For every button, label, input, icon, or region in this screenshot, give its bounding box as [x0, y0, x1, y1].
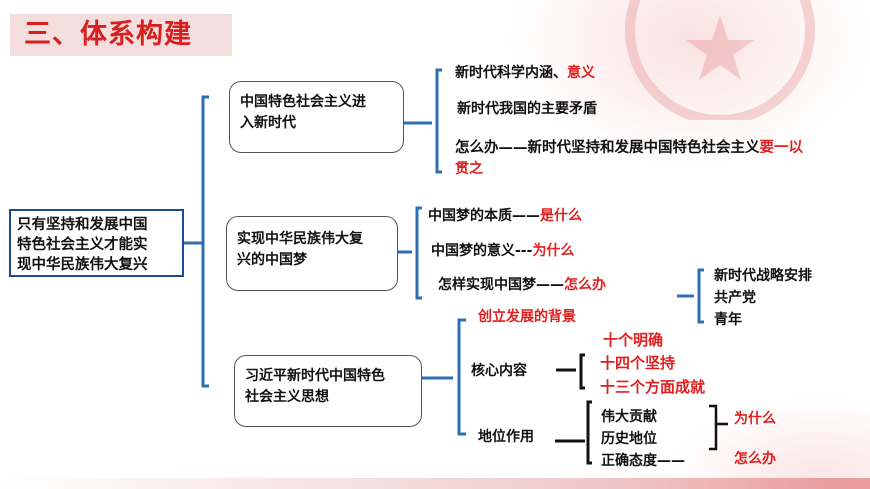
- core-item-3: 十三个方面成就: [600, 378, 706, 396]
- branch-box-chinese-dream: 实现中华民族伟大复 兴的中国梦: [226, 216, 398, 291]
- branch2-item-1-highlight: 是什么: [540, 208, 582, 224]
- branch2-line-1: 实现中华民族伟大复: [237, 231, 363, 247]
- status-label: 地位作用: [478, 429, 534, 445]
- branch2-sub-item-2: 共产党: [714, 290, 756, 306]
- status-item-1: 伟大贡献: [601, 409, 657, 425]
- branch3-line-1: 习近平新时代中国特色: [245, 368, 385, 384]
- emblem-watermark: [625, 0, 815, 120]
- branch-box-new-era: 中国特色社会主义进 入新时代: [229, 81, 404, 153]
- branch2-item-1: 中国梦的本质——是什么: [428, 206, 582, 226]
- branch1-item-2: 新时代我国的主要矛盾: [457, 101, 597, 117]
- title-bar: [10, 14, 232, 56]
- page-title: 三、体系构建: [24, 19, 192, 50]
- root-line-2: 特色社会主义才能实: [17, 237, 148, 253]
- branch2-item-3: 怎样实现中国梦——怎么办: [438, 275, 606, 295]
- bottom-decor-band: [0, 478, 870, 489]
- branch1-line-1: 中国特色社会主义进: [240, 94, 366, 110]
- root-line-3: 现中华民族伟大复兴: [17, 257, 148, 273]
- branch1-item-1-text: 新时代科学内涵、: [455, 65, 567, 81]
- branch1-item-1-highlight: 意义: [567, 65, 595, 81]
- branch1-item-1: 新时代科学内涵、意义: [455, 63, 595, 83]
- branch2-item-2-text: 中国梦的意义---: [431, 243, 533, 259]
- branch1-item-3: 怎么办——新时代坚持和发展中国特色社会主义要一以: [455, 138, 803, 158]
- branch2-sub-item-3: 青年: [714, 312, 742, 328]
- branch-box-xi-thought: 习近平新时代中国特色 社会主义思想: [234, 355, 422, 427]
- branch3-line-2: 社会主义思想: [245, 389, 329, 405]
- core-item-1: 十个明确: [603, 331, 664, 349]
- status-item-2: 历史地位: [601, 431, 657, 447]
- branch2-item-3-text: 怎样实现中国梦——: [438, 277, 564, 293]
- branch1-line-2: 入新时代: [240, 115, 296, 131]
- core-content-label: 核心内容: [471, 363, 527, 379]
- status-why: 为什么: [734, 411, 776, 427]
- status-how: 怎么办: [734, 451, 776, 467]
- branch2-line-2: 兴的中国梦: [237, 252, 307, 268]
- branch3-background: 创立发展的背景: [478, 309, 576, 325]
- branch2-item-1-text: 中国梦的本质——: [428, 208, 540, 224]
- root-box: 只有坚持和发展中国 特色社会主义才能实 现中华民族伟大复兴: [9, 209, 184, 277]
- branch1-item-3-text: 怎么办——新时代坚持和发展中国特色社会主义: [455, 140, 760, 156]
- branch1-item-3-highlight-line2: 贯之: [455, 161, 483, 177]
- branch2-item-2: 中国梦的意义---为什么: [431, 241, 574, 261]
- status-item-3: 正确态度——: [601, 453, 685, 469]
- branch2-sub-item-1: 新时代战略安排: [714, 268, 812, 284]
- root-line-1: 只有坚持和发展中国: [17, 217, 148, 233]
- branch2-item-2-highlight: 为什么: [532, 243, 575, 259]
- branch1-item-3-highlight: 要一以: [759, 140, 804, 156]
- branch2-item-3-highlight: 怎么办: [564, 277, 606, 293]
- core-item-2: 十四个坚持: [600, 354, 676, 372]
